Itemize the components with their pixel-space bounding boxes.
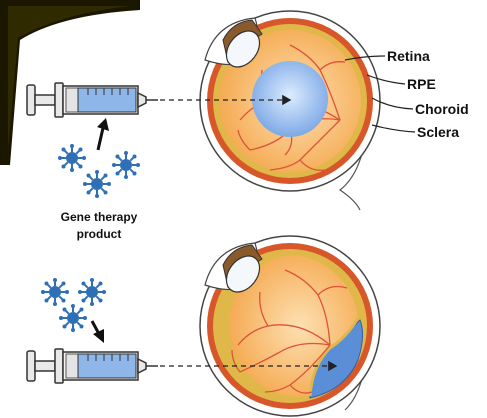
product-caption-line1: Gene therapy bbox=[61, 210, 138, 224]
product-caption-line2: product bbox=[77, 227, 122, 241]
label-retina: Retina bbox=[387, 48, 430, 64]
virus-particle-icon bbox=[41, 278, 69, 306]
syringe-icon-top bbox=[27, 83, 158, 117]
virus-particle-icon bbox=[59, 304, 87, 332]
label-sclera: Sclera bbox=[417, 124, 459, 140]
virus-particle-icon bbox=[58, 144, 86, 172]
eye-cross-section-top bbox=[200, 11, 380, 210]
virus-particles-bottom bbox=[41, 278, 106, 332]
label-rpe: RPE bbox=[407, 76, 436, 92]
virus-particles-top bbox=[58, 144, 140, 198]
eye-cross-section-bottom bbox=[200, 236, 380, 416]
corner-accent bbox=[0, 0, 140, 165]
virus-particle-icon bbox=[83, 170, 111, 198]
syringe-icon-bottom bbox=[27, 349, 158, 383]
vitreous-bolus bbox=[252, 61, 328, 137]
load-arrow-bottom bbox=[92, 321, 104, 343]
load-arrow-top bbox=[97, 118, 109, 150]
virus-particle-icon bbox=[78, 278, 106, 306]
virus-particle-icon bbox=[112, 151, 140, 179]
label-choroid: Choroid bbox=[415, 101, 469, 117]
